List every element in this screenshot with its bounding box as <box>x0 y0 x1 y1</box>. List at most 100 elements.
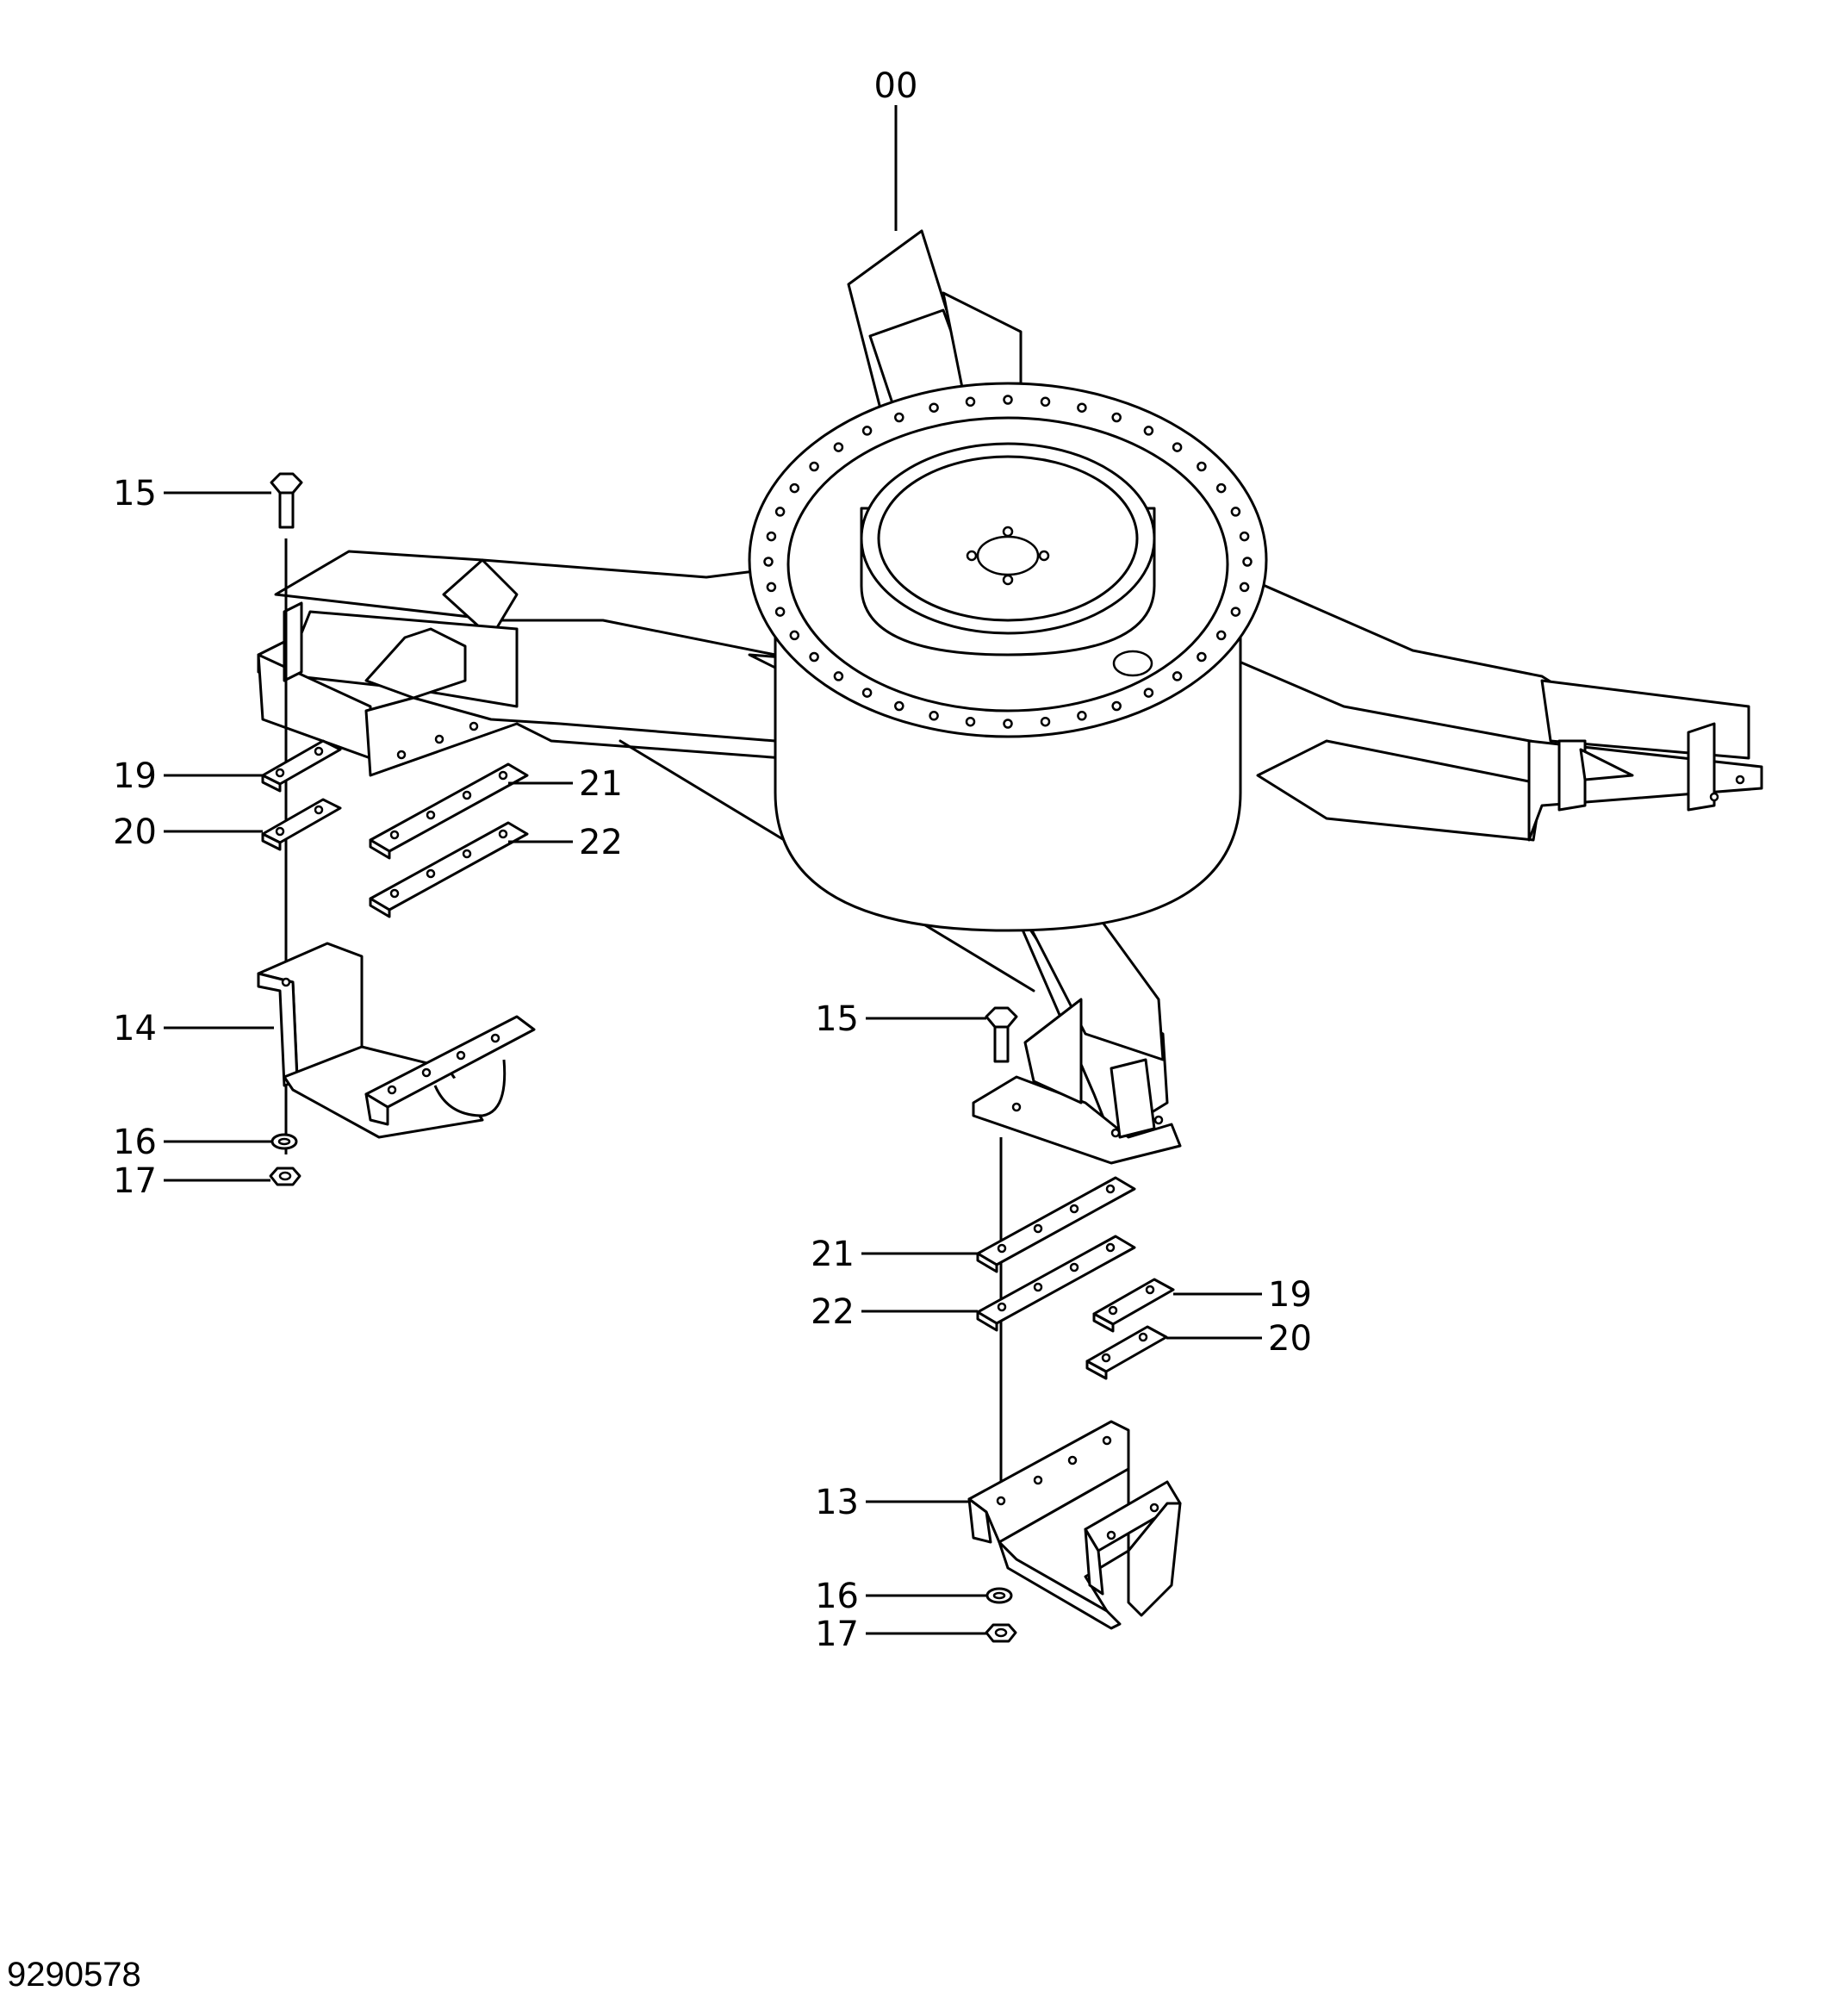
hole <box>1105 1242 1116 1253</box>
plate-edge <box>369 897 391 918</box>
flange-bolt-hole <box>774 607 786 617</box>
flange-bolt-hole <box>1172 671 1183 681</box>
hole <box>1145 1285 1155 1295</box>
hole <box>996 1496 1006 1506</box>
flange-bolt-hole <box>1111 412 1122 423</box>
flange-bolt-hole <box>789 630 800 641</box>
left-mounting-stack <box>257 472 536 1186</box>
nut-bore <box>994 1627 1008 1638</box>
bracket-14-curve <box>433 1059 507 1117</box>
hole <box>396 750 407 760</box>
hole <box>1002 574 1014 586</box>
callout-17-left: 17 <box>113 1161 157 1201</box>
hole <box>387 1085 397 1095</box>
access-hole <box>1112 650 1153 677</box>
hole <box>389 830 400 840</box>
lower-right-arm-rib <box>1110 1058 1156 1139</box>
callout-labels: 00 15 19 20 21 22 14 16 17 15 21 22 19 2… <box>113 66 1312 1654</box>
hex-bolt-head-icon <box>985 1006 1018 1029</box>
hole <box>1108 1305 1118 1316</box>
flange-bolt-hole <box>894 412 904 423</box>
callout-17-right: 17 <box>815 1615 859 1654</box>
track-frame-center-body <box>257 229 1763 1165</box>
flange-bolt-hole <box>1003 719 1013 729</box>
flange-bolt-hole <box>766 582 777 593</box>
bracket-13-lip <box>967 1497 992 1544</box>
hole <box>498 829 508 839</box>
hole <box>1153 1115 1164 1125</box>
right-box-rib <box>1557 739 1587 812</box>
hole <box>1110 1128 1121 1138</box>
slewing-ring-inner-edge <box>786 416 1229 712</box>
bracket-14-lip <box>364 1092 389 1126</box>
callout-22-right: 22 <box>811 1292 855 1332</box>
hole <box>1735 775 1745 785</box>
hole <box>997 1302 1007 1312</box>
bolt-shank <box>278 491 295 529</box>
flange-bolt-hole <box>809 651 819 663</box>
shim-plate-19-right <box>1092 1278 1175 1326</box>
callout-13: 13 <box>815 1483 859 1522</box>
callout-16-left: 16 <box>113 1123 157 1162</box>
hole <box>462 849 472 859</box>
hub-top-inner <box>877 455 1139 622</box>
hole <box>1105 1184 1116 1194</box>
hole <box>1002 526 1014 538</box>
plate-edge <box>976 1310 998 1332</box>
flange-bolt-hole <box>1003 395 1013 405</box>
hole <box>421 1067 432 1078</box>
hole <box>426 810 436 820</box>
shim-edge <box>261 832 282 851</box>
washer-bore <box>277 1137 291 1146</box>
shim-plate-20-right <box>1085 1325 1168 1373</box>
callout-22-left: 22 <box>579 823 623 862</box>
hole <box>314 746 324 756</box>
right-mounting-stack <box>967 1006 1182 1643</box>
hole <box>1069 1262 1079 1272</box>
hole <box>498 770 508 781</box>
hole <box>1038 550 1050 562</box>
bolt-shank <box>993 1025 1010 1063</box>
hole <box>1106 1530 1116 1540</box>
flange-bolt-hole <box>1242 557 1253 567</box>
bracket-14-flange <box>257 972 299 1087</box>
callout-16-right: 16 <box>815 1577 859 1616</box>
callout-00: 00 <box>874 66 918 106</box>
hole <box>275 826 285 837</box>
shim-edge <box>1085 1360 1108 1380</box>
hole <box>490 1033 500 1043</box>
callout-20-left: 20 <box>113 812 157 852</box>
flange-bolt-hole <box>1040 716 1051 727</box>
hole <box>469 721 479 731</box>
callout-20-right: 20 <box>1268 1319 1312 1359</box>
hole <box>966 550 978 562</box>
hole <box>1102 1435 1112 1446</box>
flange-bolt-hole <box>789 482 800 494</box>
hole <box>1101 1353 1111 1363</box>
flange-bolt-hole <box>1077 402 1087 413</box>
shim-edge <box>261 774 282 793</box>
plate-edge <box>369 838 391 860</box>
flange-bolt-hole <box>1143 426 1154 436</box>
hole <box>997 1243 1007 1254</box>
left-arm-side <box>364 696 786 777</box>
plate-edge <box>976 1252 998 1273</box>
hole <box>456 1050 466 1061</box>
callout-19-right: 19 <box>1268 1275 1312 1315</box>
hole <box>426 868 436 879</box>
lower-right-arm-gusset <box>1023 998 1083 1104</box>
flange-bolt-hole <box>1230 507 1241 517</box>
callout-21-right: 21 <box>811 1235 855 1274</box>
callout-14: 14 <box>113 1009 157 1048</box>
hole <box>1709 792 1719 802</box>
flange-bolt-hole <box>1040 396 1051 408</box>
flange-bolt-hole <box>833 671 844 681</box>
flange-bolt-hole <box>1239 531 1250 542</box>
flange-bolt-hole <box>1111 700 1122 712</box>
right-arm-lower <box>1256 739 1544 842</box>
leader-lines <box>164 105 1262 1635</box>
hole <box>314 805 324 815</box>
flange-bolt-hole <box>809 461 819 472</box>
hole <box>389 888 400 899</box>
flange-bolt-hole <box>1197 461 1207 472</box>
